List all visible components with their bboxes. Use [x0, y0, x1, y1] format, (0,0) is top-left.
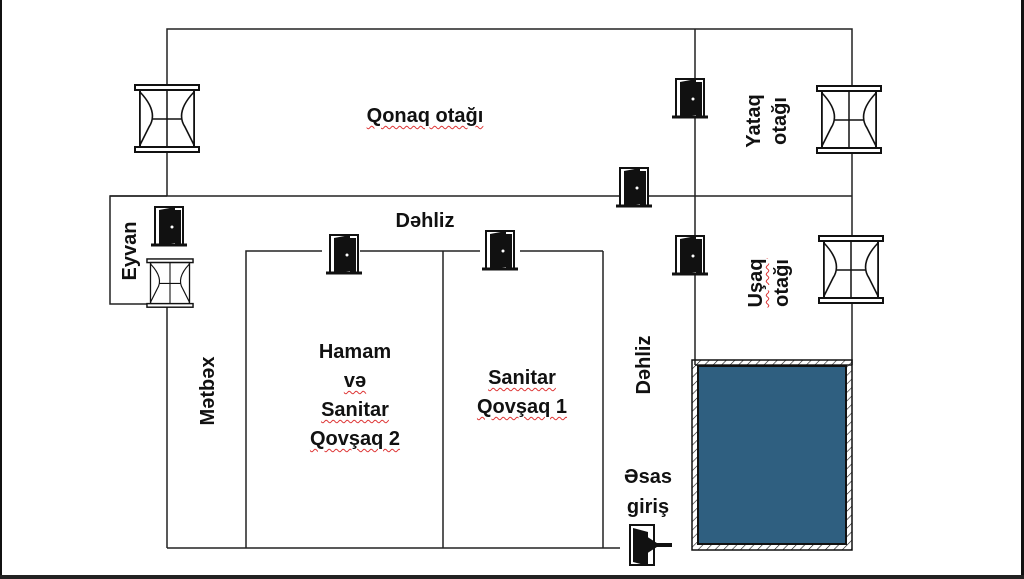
corridor-side-label: Dəhliz: [633, 335, 655, 395]
window-curtains-icon: [146, 258, 194, 308]
door-icon: [480, 229, 520, 271]
window-curtains-icon: [818, 235, 884, 304]
window-curtains-icon: [134, 84, 200, 153]
main-entrance-label: Əsas giriş: [624, 466, 672, 518]
corridor-top-label: Dəhliz: [395, 210, 455, 232]
window-curtains-icon: [816, 85, 882, 154]
kids-room-label: Uşaq otağı: [745, 258, 793, 308]
bathroom-label: Hamam və Sanitar Qovşaq 2: [309, 341, 401, 450]
door-icon: [324, 233, 364, 275]
frame-bottom-edge: [0, 575, 1024, 579]
bedroom-label: Yataq otağı: [743, 94, 791, 148]
frame-left-edge: [0, 0, 2, 579]
porch-label: Eyvan: [119, 221, 141, 281]
door-icon: [670, 234, 710, 276]
wc-label: Sanitar Qovşaq 1: [476, 367, 568, 418]
door-icon: [149, 205, 189, 247]
door-icon: [670, 77, 710, 119]
living-room-label: Qonaq otağı: [366, 105, 484, 127]
pool-block: [691, 359, 853, 551]
entrance-arrow-icon: [629, 524, 672, 566]
kitchen-label: Mətbəx: [197, 356, 219, 426]
frame-right-edge: [1021, 0, 1024, 579]
door-icon: [614, 166, 654, 208]
